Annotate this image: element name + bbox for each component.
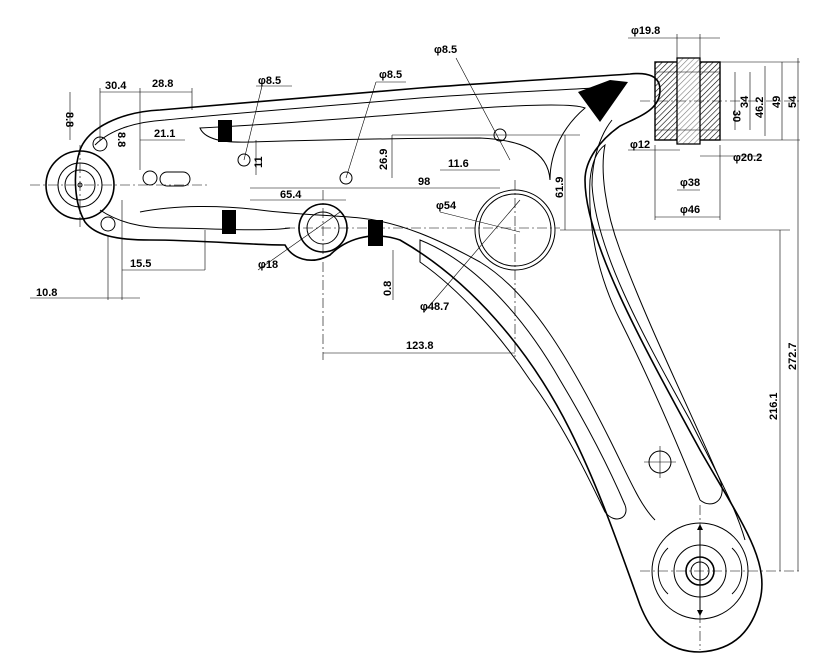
dim-phi-48-7: φ48.7 <box>420 301 449 313</box>
dim-123-8: 123.8 <box>406 340 434 352</box>
dim-phi-20-2: φ20.2 <box>733 152 762 164</box>
dim-8-8-b: 8.8 <box>115 132 127 147</box>
dim-30-4: 30.4 <box>105 80 127 92</box>
dim-15-5: 15.5 <box>130 258 151 270</box>
dim-10-8: 10.8 <box>36 287 57 299</box>
dim-11: 11 <box>253 156 265 168</box>
dimension-lines <box>30 34 800 571</box>
pads <box>218 80 628 246</box>
dim-8-8-a: 8.8 <box>63 112 75 127</box>
dim-272-7: 272.7 <box>787 342 799 370</box>
dim-21-1: 21.1 <box>154 128 175 140</box>
dim-49: 49 <box>771 96 783 108</box>
dimension-texts: φ19.8 φ8.5 φ8.5 φ8.5 30.4 28.8 8.8 8.8 2… <box>36 25 799 420</box>
small-holes <box>237 128 676 478</box>
dim-phi-46: φ46 <box>680 204 700 216</box>
lower-ball-joint <box>640 505 800 650</box>
large-hole <box>474 180 556 360</box>
dim-phi-12: φ12 <box>630 139 650 151</box>
dim-phi-8-5-left: φ8.5 <box>258 75 281 87</box>
dim-34: 34 <box>739 95 751 108</box>
dim-0-8: 0.8 <box>382 281 394 296</box>
left-ball-joint <box>30 136 210 232</box>
dim-phi-54: φ54 <box>436 200 457 212</box>
dim-phi-19-8: φ19.8 <box>631 25 660 37</box>
dim-28-8: 28.8 <box>152 78 173 90</box>
dim-65-4: 65.4 <box>280 189 302 201</box>
rear-bushing <box>640 57 800 145</box>
dim-26-9: 26.9 <box>378 149 390 170</box>
dim-216-1: 216.1 <box>768 392 780 420</box>
dim-46-2: 46.2 <box>754 97 766 118</box>
arm-outline <box>74 72 763 653</box>
dim-98: 98 <box>418 176 430 188</box>
dim-61-9: 61.9 <box>554 177 566 198</box>
dim-phi-18: φ18 <box>258 259 278 271</box>
front-bushing <box>285 190 560 360</box>
dim-phi-8-5-top: φ8.5 <box>434 44 457 56</box>
dim-30: 30 <box>730 110 742 122</box>
dim-phi-8-5-mid: φ8.5 <box>379 69 402 81</box>
dim-54: 54 <box>787 95 799 108</box>
dim-phi-38: φ38 <box>680 177 700 189</box>
dim-11-6: 11.6 <box>448 158 469 170</box>
